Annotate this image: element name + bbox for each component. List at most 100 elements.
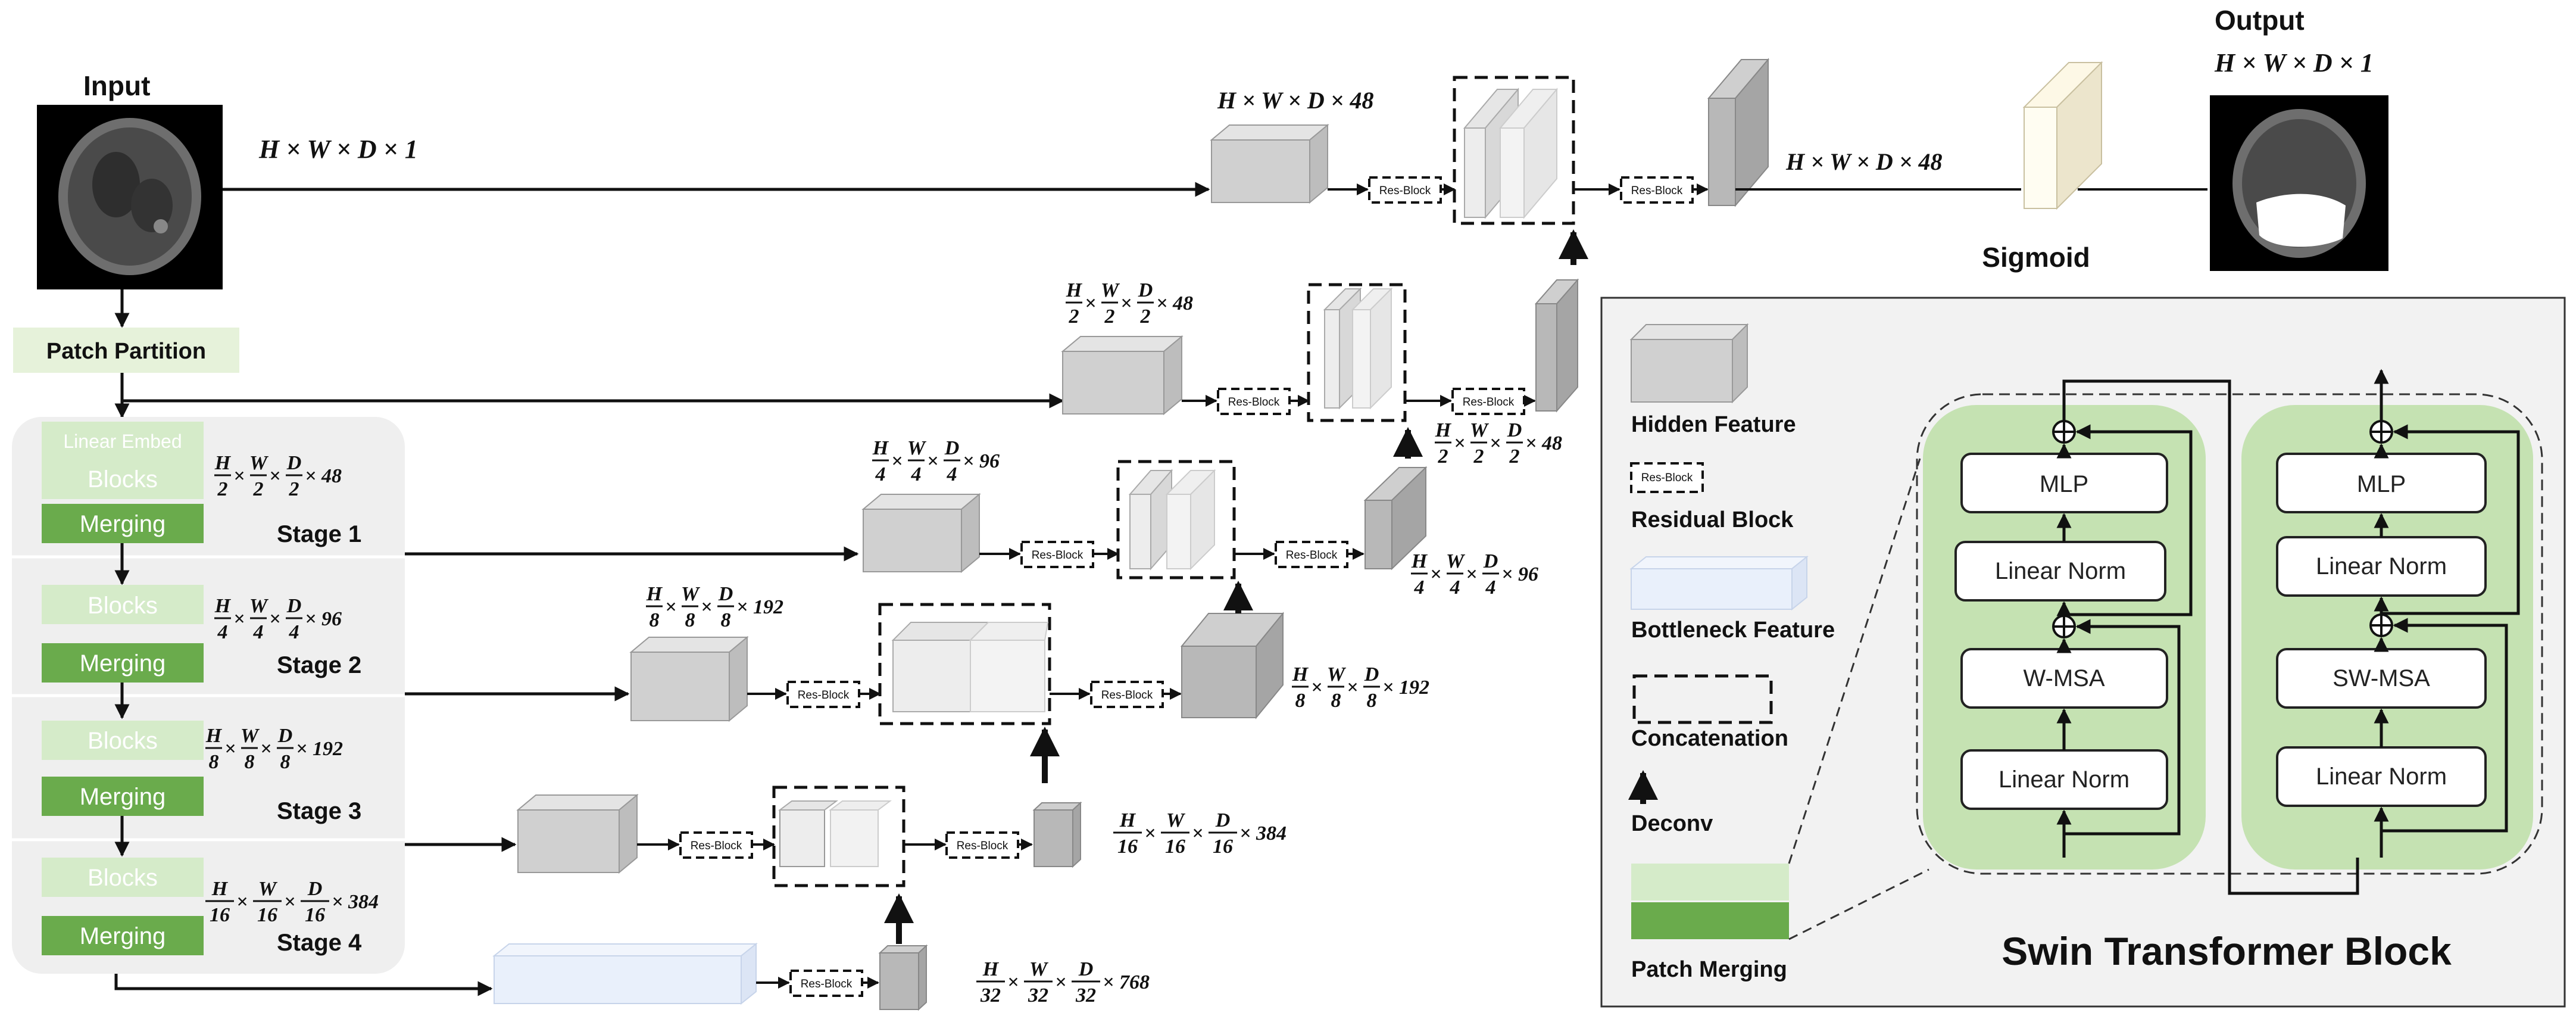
decoder-feature-l4	[1032, 801, 1082, 868]
dim-channels: 96	[979, 450, 1000, 472]
dim-channels: 96	[321, 608, 342, 630]
dim-numerator: W	[1101, 279, 1120, 301]
dim-top-hidden: H × W × D × 48	[1217, 87, 1374, 114]
res-block-l4b: Res-Block	[945, 831, 1019, 859]
swin-right-add-top-icon	[2369, 420, 2393, 444]
swin-block-outline	[1916, 393, 2543, 875]
res-block-top-a-label: Res-Block	[1379, 185, 1431, 197]
concat-top	[1453, 76, 1575, 225]
dim-enc4: H16×W16×D16×384	[205, 878, 379, 926]
dim-denominator: 16	[305, 904, 325, 926]
dim-numerator: W	[1327, 663, 1347, 685]
dim-enc1-top: H2×W2×D2×48	[1066, 279, 1193, 328]
decoder-feature-l3	[1180, 612, 1285, 719]
res-block-l2b-label: Res-Block	[1286, 549, 1338, 562]
hidden-feature-l1	[1061, 335, 1184, 416]
dim-bottleneck: H32×W32×D32×768	[976, 958, 1150, 1006]
times-sign: ×	[233, 465, 245, 487]
stage2-blocks-label: Blocks	[88, 593, 158, 619]
dim-numerator: D	[1364, 663, 1379, 685]
output-dims: H × W × D × 1	[2214, 48, 2374, 77]
dim-denominator: 4	[217, 621, 228, 643]
res-block-l2a: Res-Block	[1020, 541, 1094, 568]
dim-numerator: W	[1166, 809, 1186, 831]
swin-link-left-right	[2062, 379, 2359, 895]
dim-denominator: 2	[1140, 306, 1151, 328]
hidden-feature-l3	[629, 635, 749, 722]
times-sign: ×	[1490, 432, 1501, 454]
brain-scan-output	[2232, 109, 2366, 258]
concat-l1	[1307, 283, 1407, 422]
times-sign: ×	[1120, 292, 1132, 314]
times-sign: ×	[701, 596, 712, 618]
dim-enc2-top: H4×W4×D4×96	[872, 437, 1000, 485]
dim-denominator: 2	[1069, 306, 1079, 328]
legend-residual-block: Residual Block	[1631, 507, 1794, 532]
hidden-feature-l2	[861, 493, 981, 574]
dim-numerator: H	[1119, 809, 1136, 831]
input-dims: H × W × D × 1	[258, 135, 418, 164]
dim-denominator: 4	[911, 463, 922, 485]
dim-denominator: 2	[217, 478, 228, 500]
stage1-label: Stage 1	[277, 521, 361, 547]
times-sign: ×	[332, 891, 343, 913]
dim-numerator: H	[872, 437, 889, 459]
stage1-merging	[42, 504, 204, 543]
dim-numerator: W	[258, 878, 278, 900]
res-block-l2a-label: Res-Block	[1032, 549, 1084, 562]
legend-concatenation: Concatenation	[1631, 726, 1788, 751]
dim-denominator: 4	[875, 463, 886, 485]
stage1-merging-label: Merging	[80, 511, 166, 537]
swin-left-norm1	[1954, 541, 2166, 602]
times-sign: ×	[1103, 971, 1114, 993]
swin-left-add-mid-icon	[2052, 615, 2076, 638]
times-sign: ×	[891, 450, 903, 472]
legend-patch-merging-dark	[1631, 902, 1789, 939]
res-block-l4a: Res-Block	[679, 831, 753, 859]
decoder-feature-top	[1707, 58, 1770, 207]
res-block-l1a: Res-Block	[1217, 388, 1291, 415]
swin-right-norm2-label: Linear Norm	[2316, 764, 2447, 790]
dim-numerator: W	[1470, 419, 1490, 441]
swin-left-mlp-label: MLP	[2040, 471, 2088, 497]
legend-bottleneck-feature: Bottleneck Feature	[1631, 618, 1835, 643]
dim-denominator: 8	[685, 609, 695, 631]
linear-embed-label: Linear Embed	[63, 431, 182, 452]
hidden-feature-top	[1210, 123, 1329, 204]
times-sign: ×	[1430, 563, 1441, 585]
dim-channels: 96	[1518, 563, 1538, 585]
dim-numerator: H	[211, 878, 229, 900]
dim-denominator: 4	[1485, 577, 1496, 599]
dim-numerator: D	[944, 437, 960, 459]
input-title: Input	[83, 70, 150, 101]
stage4-merging-label: Merging	[80, 923, 166, 949]
legend-residual-icon: Res-Block	[1630, 462, 1704, 493]
stage3-merging-label: Merging	[80, 784, 166, 810]
dim-numerator: D	[1507, 419, 1522, 441]
dim-numerator: D	[1215, 809, 1231, 831]
stage2-blocks	[42, 585, 204, 624]
dim-dec3: H8×W8×D8×192	[1292, 663, 1429, 712]
bottleneck-input-arrow	[114, 974, 493, 996]
dim-enc3: H8×W8×D8×192	[205, 725, 343, 773]
patch-partition-box	[13, 328, 239, 373]
swin-left-wmsa-label: W-MSA	[2023, 665, 2104, 691]
dim-dec2: H4×W4×D4×96	[1411, 550, 1538, 599]
res-block-bottleneck-label: Res-Block	[801, 978, 853, 990]
dim-numerator: W	[907, 437, 927, 459]
brain-scan-input	[58, 118, 201, 275]
times-sign: ×	[1454, 432, 1465, 454]
dim-numerator: W	[249, 595, 269, 617]
dim-numerator: H	[214, 595, 232, 617]
dim-numerator: H	[214, 452, 232, 474]
dim-channels: 48	[321, 465, 342, 487]
res-block-l3a: Res-Block	[786, 681, 860, 708]
times-sign: ×	[1311, 677, 1322, 699]
dim-numerator: D	[286, 452, 302, 474]
dim-denominator: 8	[280, 751, 291, 773]
res-block-bottleneck: Res-Block	[789, 970, 863, 997]
dim-denominator: 2	[1438, 445, 1448, 468]
swin-right-mlp-label: MLP	[2357, 471, 2406, 497]
times-sign: ×	[1192, 822, 1203, 845]
res-block-l4a-label: Res-Block	[691, 840, 742, 852]
